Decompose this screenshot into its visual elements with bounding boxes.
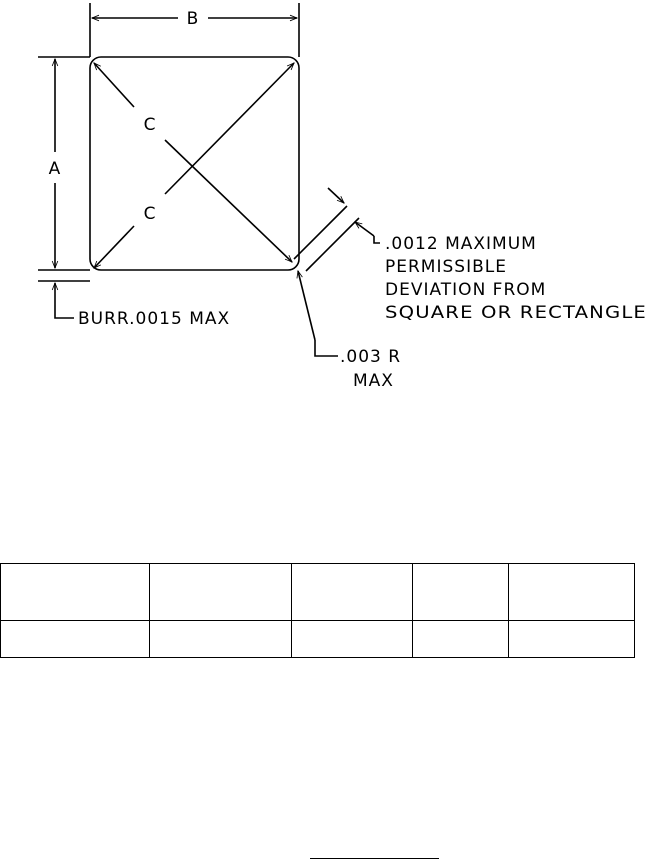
label-deviation-line-2: PERMISSIBLE <box>385 257 507 277</box>
deviation-arrow-inner <box>327 187 345 204</box>
table-header-cell <box>508 563 635 621</box>
dimension-table <box>0 563 635 658</box>
deviation-line-outer <box>305 217 360 272</box>
table-row <box>0 620 635 658</box>
dimension-drawing: B A C C BURR.0015 MAX .0012 MAXIMUM PERM… <box>38 3 647 391</box>
burr-leader <box>54 305 74 319</box>
label-deviation-line-1: .0012 MAXIMUM <box>385 234 537 254</box>
label-radius-line-2: MAX <box>353 371 394 391</box>
table-header-row <box>0 563 635 621</box>
radius-arrow <box>296 269 316 341</box>
diagonal-c-upper-a <box>93 62 135 108</box>
deviation-line-inner <box>293 205 348 260</box>
part-outline <box>89 56 300 271</box>
label-deviation-line-4: SQUARE OR RECTANGLE <box>385 303 647 323</box>
table-header-cell <box>291 563 413 621</box>
label-c-upper: C <box>144 115 157 135</box>
table-header-cell <box>412 563 509 621</box>
deviation-arrow-outer <box>354 221 375 237</box>
table-header-cell <box>0 563 150 621</box>
label-b: B <box>187 9 200 29</box>
diagonal-c-lower-a <box>93 225 135 269</box>
table-cell <box>0 620 150 658</box>
diagonal-c-upper-b <box>164 139 293 263</box>
label-a: A <box>49 159 62 179</box>
label-radius-line-1: .003 R <box>340 347 401 367</box>
table-header-cell <box>149 563 292 621</box>
deviation-leader <box>373 236 380 244</box>
table-cell <box>291 620 413 658</box>
label-burr: BURR.0015 MAX <box>78 309 230 329</box>
footer-rule <box>310 858 439 859</box>
diagonal-c-lower-b <box>164 62 295 195</box>
table-cell <box>412 620 509 658</box>
label-c-lower: C <box>144 204 157 224</box>
label-deviation-line-3: DEVIATION FROM <box>385 280 546 300</box>
radius-leader <box>314 340 338 357</box>
table-cell <box>149 620 292 658</box>
table-cell <box>508 620 635 658</box>
